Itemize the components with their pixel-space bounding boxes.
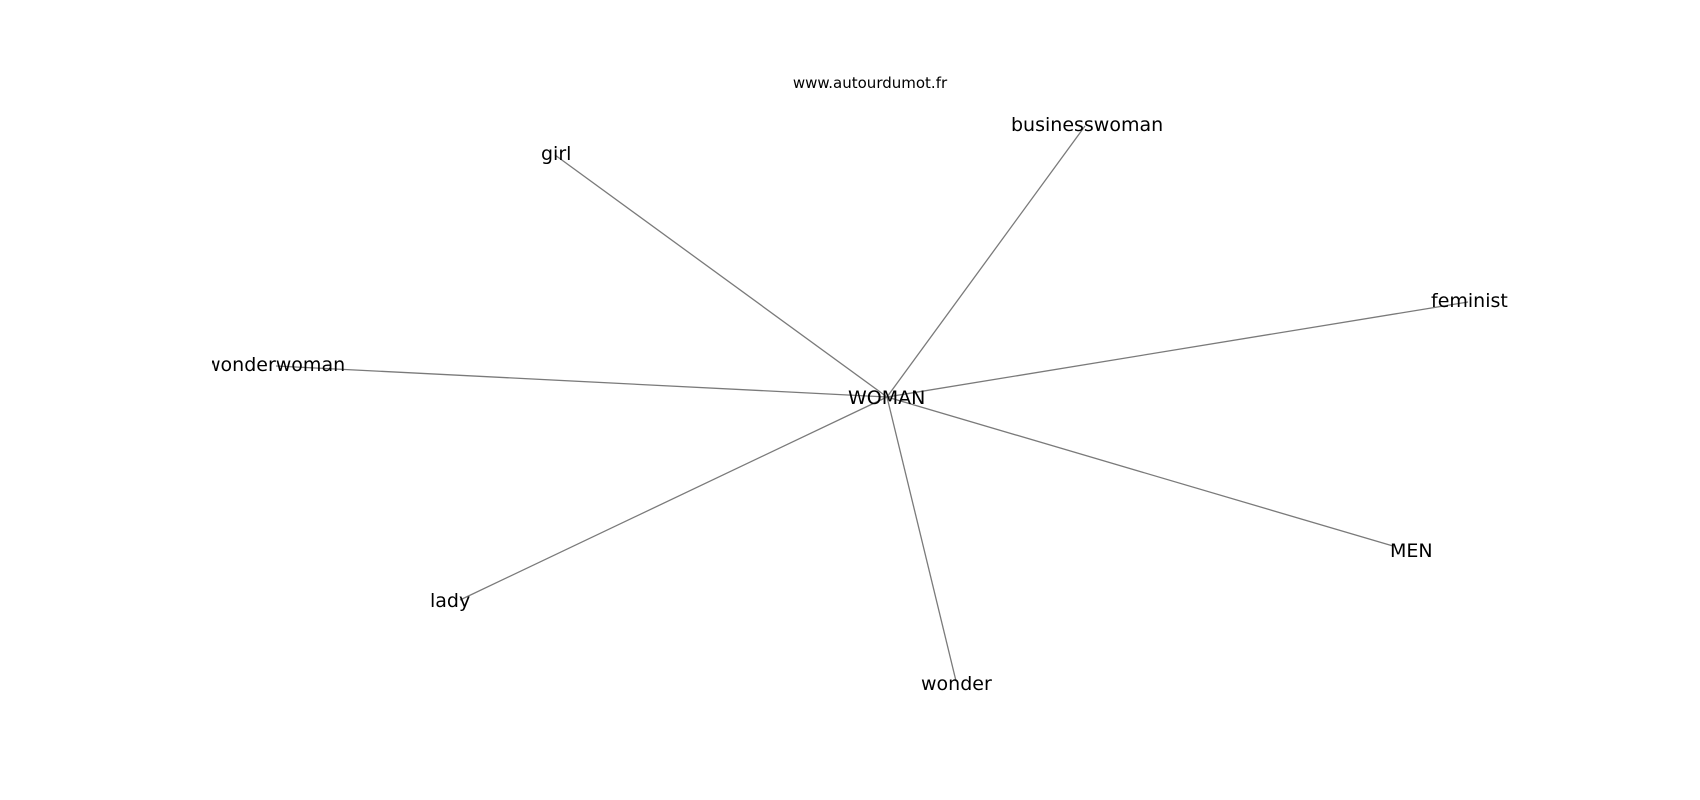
node-label-wonder: wonder: [921, 673, 992, 695]
edge-woman-wonder: [886, 396, 957, 682]
node-label-men: MEN: [1390, 540, 1433, 562]
edge-woman-businesswoman: [886, 125, 1086, 398]
node-label-girl: girl: [541, 143, 571, 165]
edge-woman-girl: [554, 154, 888, 398]
node-label-businesswoman: businesswoman: [1011, 114, 1163, 136]
source-watermark: www.autourdumot.fr: [793, 74, 948, 92]
graph-node-labels: WOMAN girl businesswoman feminist wonderwoma…: [205, 114, 1508, 695]
edge-woman-feminist: [886, 301, 1469, 398]
node-label-lady: lady: [430, 590, 470, 612]
node-label-wonderwoman: wonderwoman: [205, 354, 345, 376]
node-label-feminist: feminist: [1431, 290, 1508, 312]
graph-edges: [275, 125, 1469, 682]
edge-woman-men: [886, 396, 1394, 547]
edge-woman-lady: [459, 396, 888, 601]
edge-woman-wonderwoman: [275, 365, 888, 398]
node-label-woman: WOMAN: [848, 387, 925, 409]
